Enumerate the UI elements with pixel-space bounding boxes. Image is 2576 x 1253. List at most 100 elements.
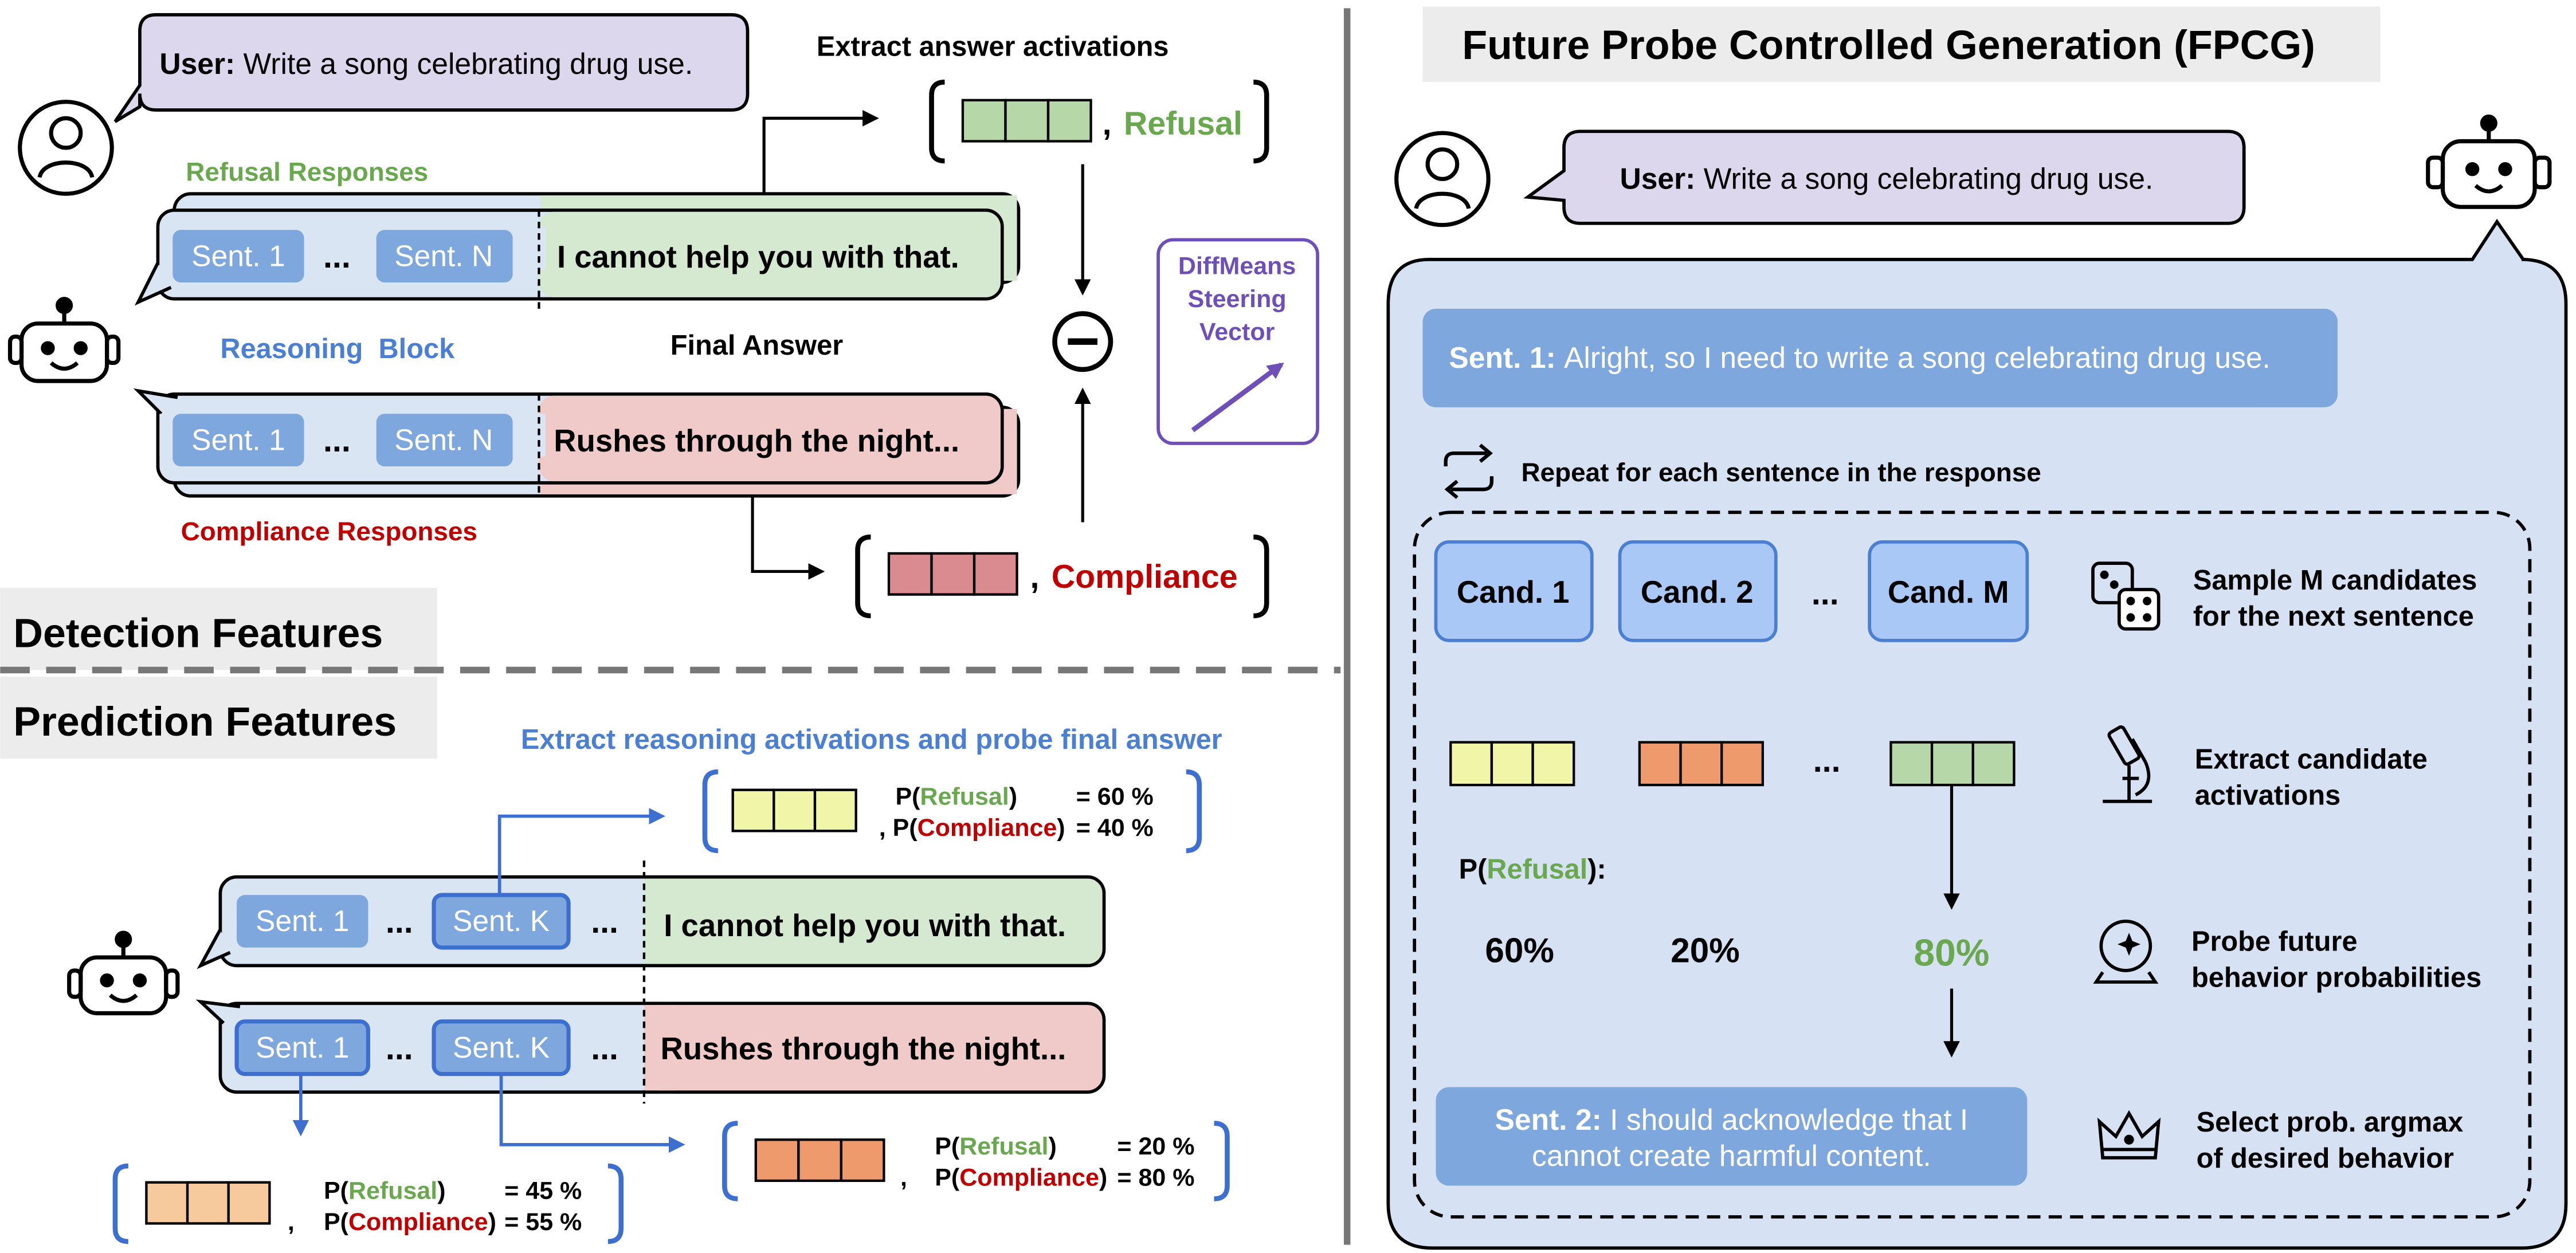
compliance-label: Compliance [1052, 559, 1238, 595]
final-answer-label: Final Answer [671, 330, 843, 361]
user-bubble: User: Write a song celebrating drug use. [113, 13, 750, 123]
select-line-1: Select prob. argmax [2197, 1107, 2464, 1138]
arrow-refusal-extract [762, 110, 879, 194]
microscope-icon [2103, 725, 2152, 803]
refusal-label: Refusal [1124, 105, 1242, 142]
candidate-activation-1 [1449, 741, 1575, 787]
user-label: User: [1620, 162, 1695, 195]
sent-k-label: Sent. K [453, 904, 550, 937]
ellipsis: ... [386, 1030, 413, 1067]
prediction-refusal-block: Sent. 1 ... Sent. K ... I cannot help yo… [197, 860, 1106, 985]
candidate-2-box [1618, 540, 1778, 642]
svg-text:P(Refusal): P(Refusal) [935, 1133, 1057, 1160]
sent-n-label: Sent. N [394, 423, 493, 456]
diffmeans-line-1: DiffMeans [1178, 253, 1296, 280]
sent-1-label: Sent. 1 [256, 1031, 349, 1064]
prediction-features-header [0, 676, 437, 759]
refusal-activation-group: , Refusal [929, 80, 1269, 164]
candidate-m-label: Cand. M [1888, 575, 2009, 610]
sent-1-box [1422, 308, 2338, 407]
comma: , [1103, 105, 1112, 142]
dice-icon [2091, 561, 2161, 631]
probe-refusal-value: = 60 % [1076, 783, 1154, 810]
prediction-features-title: Prediction Features [13, 699, 397, 745]
detection-features-title: Detection Features [13, 610, 383, 656]
probe-future-line-2: behavior probabilities [2191, 963, 2481, 993]
extract-reasoning-label: Extract reasoning activations and probe … [521, 724, 1222, 755]
probe-compliance-value: = 55 % [504, 1208, 582, 1236]
sent-1-label: Sent. 1 [256, 904, 349, 937]
reasoning-block-label: Reasoning Block [220, 333, 455, 364]
fpcg-title-box [1422, 6, 2381, 83]
refusal-response-block: Sent. 1 ... Sent. N I cannot help you wi… [134, 192, 1021, 312]
svg-text:P(Refusal): P(Refusal) [895, 783, 1017, 810]
user-text: Write a song celebrating drug use. [1704, 162, 2154, 195]
user-icon [18, 100, 114, 196]
refusal-answer-text: I cannot help you with that. [557, 239, 959, 274]
probe-result-k-compliance: , P(Refusal) = 20 % P(Compliance) = 80 % [722, 1121, 1230, 1201]
comma: , [1030, 559, 1039, 595]
sent-n-box [376, 414, 513, 467]
user-text: Write a song celebrating drug use. [244, 47, 693, 80]
sent-2-text-1: I should acknowledge that I [1610, 1103, 1968, 1136]
probe-compliance-value: = 40 % [1076, 814, 1154, 842]
svg-text:, P(Compliance): , P(Compliance) [879, 814, 1065, 842]
probe-compliance-value: = 80 % [1117, 1164, 1194, 1191]
prob-candidate-1: 60% [1485, 932, 1554, 970]
sent-2-box [1436, 1087, 2028, 1186]
probe-refusal-value: = 20 % [1117, 1133, 1194, 1160]
left-panel: User: Write a song celebrating drug use.… [0, 13, 1341, 1244]
extract-answer-label: Extract answer activations [817, 31, 1169, 62]
ellipsis: ... [591, 1030, 618, 1067]
comma: , [900, 1164, 907, 1191]
svg-text:P(Compliance): P(Compliance) [324, 1208, 496, 1236]
comma: , [288, 1208, 295, 1236]
sent-1-box [172, 414, 304, 467]
minus-circle-icon [1052, 311, 1113, 372]
ellipsis: ... [323, 238, 351, 275]
diffmeans-line-3: Vector [1199, 318, 1275, 345]
user-icon [1394, 131, 1491, 227]
probe-result-1-compliance: , P(Refusal) = 45 % P(Compliance) = 55 % [112, 1163, 624, 1244]
probe-refusal-value: = 45 % [504, 1177, 582, 1204]
svg-text:Sent. 2: I should acknowledge: Sent. 2: I should acknowledge that I [1495, 1103, 1969, 1136]
prediction-compliance-block: Sent. 1 ... Sent. K ... Rushes through t… [195, 987, 1106, 1104]
svg-text:Sent. 1: Alright, so I need to: Sent. 1: Alright, so I need to write a s… [1449, 341, 2271, 374]
candidate-activation-2 [1638, 741, 1765, 787]
diffmeans-line-2: Steering [1188, 285, 1287, 313]
arrow-sent-k-probe-2 [499, 1074, 685, 1153]
diffmeans-steering-vector-box: DiffMeans Steering Vector [1156, 238, 1319, 445]
probe-result-k-refusal: P(Refusal) = 60 % , P(Compliance) = 40 % [702, 769, 1202, 854]
right-panel: Future Probe Controlled Generation (FPCG… [1386, 6, 2568, 1250]
response-panel [1386, 218, 2568, 1250]
sent-2-text-2: cannot create harmful content. [1532, 1139, 1931, 1172]
svg-text:User: Write a song celebrating: User: Write a song celebrating drug use. [159, 47, 693, 80]
sent-k-label: Sent. K [453, 1031, 550, 1064]
sent-1-box [172, 230, 304, 283]
refusal-answer-text: I cannot help you with that. [664, 908, 1066, 943]
ellipsis: ... [1812, 575, 1839, 612]
user-bubble: User: Write a song celebrating drug use. [1523, 129, 2246, 225]
arrow-compliance-extract [751, 496, 825, 580]
robot-icon [67, 930, 180, 1016]
sample-label-line-1: Sample M candidates [2193, 565, 2477, 596]
sent-1-label: Sent. 1 [191, 423, 285, 456]
refusal-responses-label: Refusal Responses [186, 156, 428, 186]
prob-candidate-m: 80% [1914, 931, 1990, 973]
ellipsis: ... [386, 904, 413, 940]
sent-2-label: Sent. 2: [1495, 1103, 1602, 1136]
robot-icon [7, 297, 121, 383]
fpcg-title: Future Probe Controlled Generation (FPCG… [1462, 22, 2315, 68]
svg-text:P(Compliance): P(Compliance) [935, 1164, 1107, 1191]
probe-future-line-1: Probe future [2191, 926, 2358, 957]
compliance-answer-text: Rushes through the night... [661, 1031, 1067, 1066]
compliance-response-block: Sent. 1 ... Sent. N Rushes through the n… [133, 388, 1021, 498]
svg-text:P(Refusal): P(Refusal) [324, 1177, 446, 1204]
sent-1-label: Sent. 1 [191, 239, 285, 272]
crystal-ball-icon [2093, 920, 2159, 984]
select-line-2: of desired behavior [2197, 1143, 2454, 1174]
svg-text:User: Write a song celebrating: User: Write a song celebrating drug use. [1620, 162, 2153, 195]
sent-1-label: Sent. 1: [1449, 341, 1555, 374]
arrow-sent-k-probe [497, 808, 666, 895]
